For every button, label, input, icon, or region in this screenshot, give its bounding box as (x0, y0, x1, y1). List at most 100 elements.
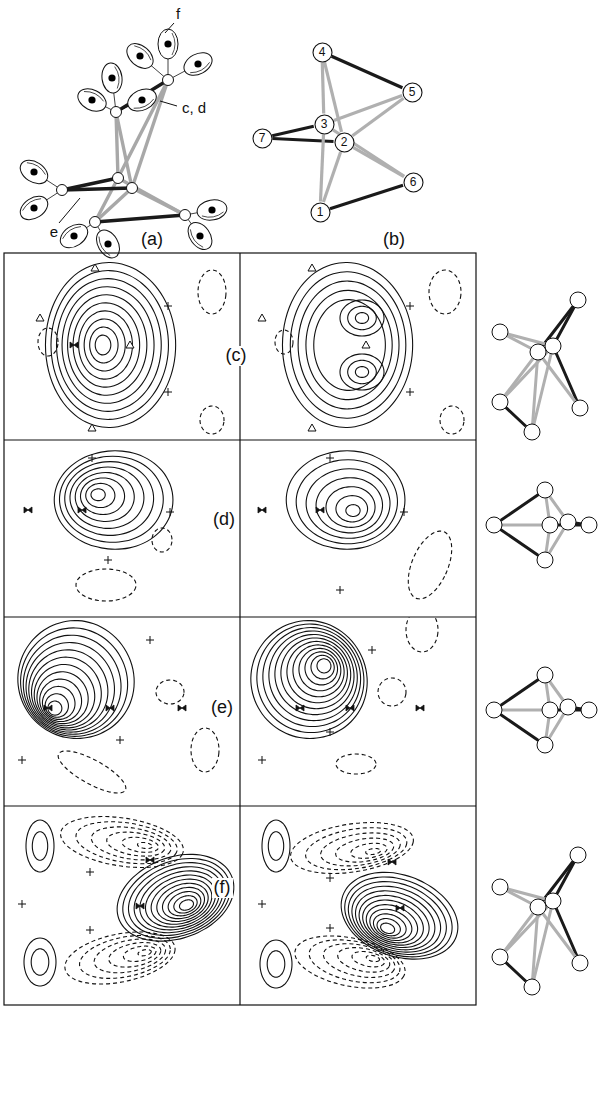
atom-number: 2 (341, 136, 348, 148)
atom-sphere (537, 482, 553, 498)
negative-contour (336, 754, 376, 774)
positive-contour (45, 694, 68, 718)
negative-contour (191, 728, 219, 772)
atom-sphere (560, 514, 576, 530)
positive-contour (370, 909, 412, 940)
positive-contour (65, 462, 154, 536)
atom-mark (178, 705, 186, 711)
atom-number: 6 (410, 176, 417, 188)
grey-bond (333, 130, 404, 177)
atom-sphere (572, 955, 588, 971)
orbital-lobe (158, 29, 178, 59)
panel-label: (b) (383, 230, 405, 250)
negative-contour (295, 936, 405, 988)
atom-sphere (542, 702, 558, 718)
atom-mark (388, 859, 396, 865)
negative-contour (198, 270, 226, 314)
positive-contour (298, 281, 399, 409)
lobe-ring (172, 33, 175, 55)
positive-contour (73, 303, 140, 387)
atom-circle: 3 (314, 114, 335, 135)
contour-plot (251, 617, 438, 774)
structure-view (492, 847, 588, 995)
positive-contour (267, 951, 285, 977)
negative-contour (306, 828, 407, 870)
grey-bond (322, 62, 323, 113)
leader-line (165, 23, 174, 33)
bond-group (62, 80, 185, 222)
atom-sphere (492, 879, 508, 895)
positive-contour (70, 467, 144, 528)
atom-plus (326, 728, 334, 736)
positive-contour (32, 657, 102, 728)
positive-contour (346, 505, 360, 517)
lobe-ring (61, 224, 81, 239)
negative-contour (156, 680, 184, 704)
positive-contour (29, 650, 108, 730)
atom-sphere (560, 699, 576, 715)
orbital-lobe (56, 219, 92, 252)
negative-contour (408, 531, 451, 599)
positive-contour (348, 882, 446, 955)
positive-contour (23, 635, 121, 734)
atom-circle: 1 (310, 202, 331, 223)
positive-contour (151, 879, 212, 924)
positive-contour (80, 478, 124, 515)
atom-sphere (530, 344, 546, 360)
positive-contour (262, 820, 290, 872)
positive-contour (268, 832, 283, 861)
atom-plus (164, 388, 172, 396)
panel-label: (a) (141, 230, 163, 250)
atom-plus (258, 756, 266, 764)
negative-contour (138, 950, 151, 956)
atom-sphere (57, 185, 68, 196)
positive-contour (263, 628, 361, 727)
positive-contour (345, 877, 452, 957)
negative-contour (338, 948, 390, 973)
contour-plot (36, 263, 226, 434)
atom-mark (146, 857, 154, 863)
positive-contour (306, 469, 390, 539)
negative-contour (152, 528, 172, 552)
atom-plus (406, 302, 414, 310)
circle-shape (313, 43, 332, 62)
atom-mark (136, 903, 144, 909)
negative-contour (366, 955, 379, 961)
dark-bond (494, 710, 545, 745)
circle-shape (311, 203, 330, 222)
positive-contour (157, 883, 208, 921)
grey-bond (323, 152, 340, 202)
negative-contour (38, 328, 58, 356)
positive-contour (123, 858, 230, 938)
negative-contour (138, 842, 153, 848)
positive-contour (348, 306, 377, 329)
orbital-lobe (122, 39, 158, 74)
atom-triangle (88, 424, 96, 431)
electron-dot (194, 60, 201, 67)
negative-contour (440, 406, 464, 434)
orbital-lobe (183, 218, 217, 254)
negative-contour (323, 944, 394, 978)
positive-contour (336, 496, 368, 522)
atom-plus (368, 646, 376, 654)
atom-circle: 5 (402, 82, 423, 103)
panel-divider (4, 805, 476, 806)
positive-contour (381, 923, 395, 933)
negative-contour (76, 822, 177, 864)
atom-plus (326, 874, 334, 882)
positive-contour (37, 672, 88, 724)
negative-contour (109, 943, 161, 968)
negative-contour (321, 833, 401, 866)
orbital-lobe (100, 62, 123, 94)
atom-plus (88, 454, 96, 462)
positive-contour (257, 624, 364, 732)
atom-mark (258, 507, 266, 513)
positive-contour (299, 648, 341, 690)
panel-divider (4, 616, 476, 617)
atom-sphere (492, 949, 508, 965)
positive-contour (134, 867, 223, 933)
grey-bond (118, 80, 168, 178)
atom-plus (326, 924, 334, 932)
circle-shape (315, 115, 334, 134)
positive-contour (128, 863, 226, 936)
